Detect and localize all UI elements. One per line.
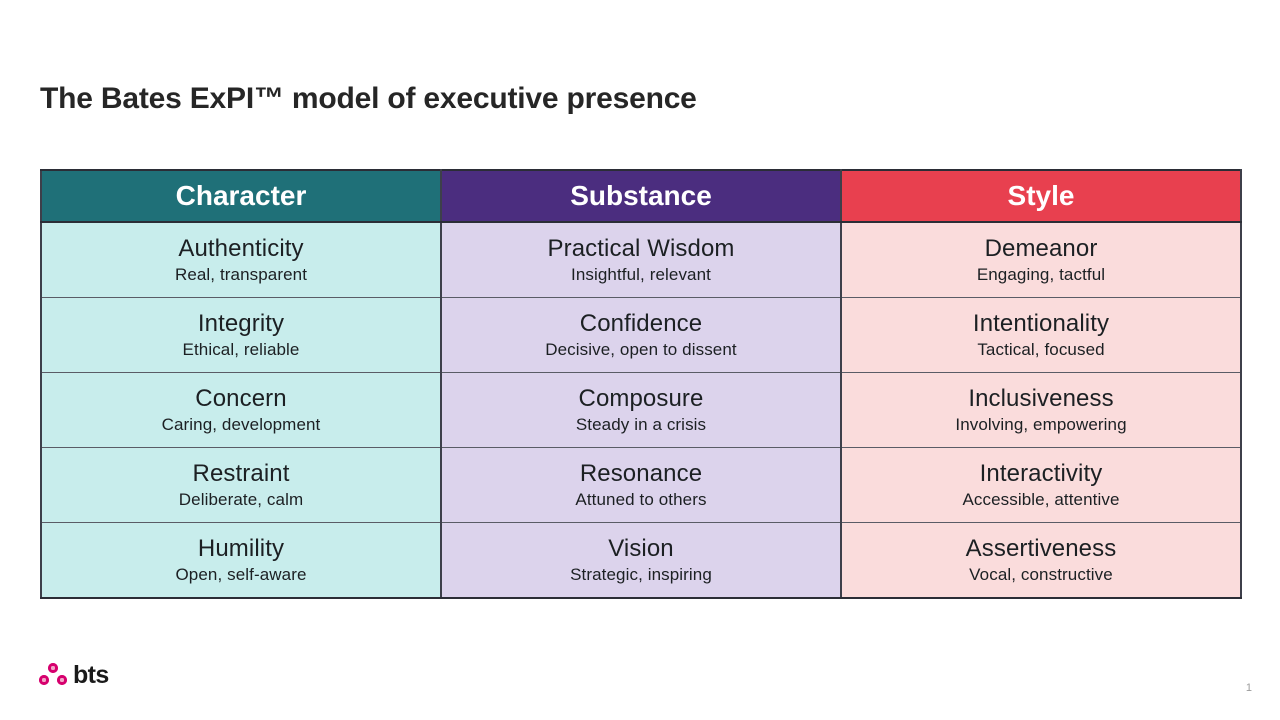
logo-dot-right-icon (57, 675, 67, 685)
cell-substance-resonance: Resonance Attuned to others (440, 447, 842, 523)
cell-style-inclusiveness: Inclusiveness Involving, empowering (840, 372, 1242, 448)
cell-substance-composure: Composure Steady in a crisis (440, 372, 842, 448)
cell-substance-vision: Vision Strategic, inspiring (440, 522, 842, 599)
dimension-description: Insightful, relevant (571, 265, 711, 285)
dimension-description: Engaging, tactful (976, 265, 1106, 285)
bts-three-dot-logo-icon (38, 662, 70, 688)
logo-dot-left-icon (39, 675, 49, 685)
cell-style-interactivity: Interactivity Accessible, attentive (840, 447, 1242, 523)
dimension-term: Restraint (192, 459, 290, 487)
cell-style-intentionality: Intentionality Tactical, focused (840, 297, 1242, 373)
logo-wordmark: bts (73, 661, 109, 690)
dimension-term: Authenticity (178, 234, 304, 262)
dimension-term: Composure (578, 384, 704, 412)
dimension-term: Concern (195, 384, 287, 412)
cell-substance-practical-wisdom: Practical Wisdom Insightful, relevant (440, 221, 842, 298)
cell-substance-confidence: Confidence Decisive, open to dissent (440, 297, 842, 373)
cell-character-concern: Concern Caring, development (40, 372, 442, 448)
dimension-description: Deliberate, calm (178, 490, 304, 510)
cell-character-restraint: Restraint Deliberate, calm (40, 447, 442, 523)
dimension-term: Integrity (197, 309, 285, 337)
dimension-term: Practical Wisdom (547, 234, 735, 262)
dimension-term: Intentionality (972, 309, 1110, 337)
dimension-term: Inclusiveness (968, 384, 1114, 412)
expi-model-table: Character Substance Style Authenticity R… (40, 169, 1242, 599)
column-header-substance: Substance (440, 169, 842, 223)
column-header-character: Character (40, 169, 442, 223)
table-row: Restraint Deliberate, calm Resonance Att… (40, 447, 1242, 523)
dimension-description: Ethical, reliable (182, 340, 300, 360)
dimension-term: Vision (608, 534, 674, 562)
cell-style-assertiveness: Assertiveness Vocal, constructive (840, 522, 1242, 599)
dimension-description: Accessible, attentive (962, 490, 1120, 510)
table-header-row: Character Substance Style (40, 169, 1242, 223)
table-row: Integrity Ethical, reliable Confidence D… (40, 297, 1242, 373)
dimension-term: Confidence (579, 309, 703, 337)
dimension-description: Steady in a crisis (575, 415, 707, 435)
dimension-term: Demeanor (984, 234, 1098, 262)
dimension-description: Strategic, inspiring (570, 565, 712, 585)
column-header-style: Style (840, 169, 1242, 223)
dimension-description: Real, transparent (174, 265, 308, 285)
dimension-description: Tactical, focused (977, 340, 1105, 360)
dimension-description: Open, self-aware (175, 565, 307, 585)
table-body: Authenticity Real, transparent Practical… (40, 221, 1242, 599)
dimension-description: Vocal, constructive (969, 565, 1113, 585)
table-row: Concern Caring, development Composure St… (40, 372, 1242, 448)
logo-dot-top-icon (48, 663, 58, 673)
dimension-term: Interactivity (979, 459, 1103, 487)
cell-character-integrity: Integrity Ethical, reliable (40, 297, 442, 373)
dimension-description: Involving, empowering (955, 415, 1127, 435)
page-number: 1 (1245, 682, 1252, 694)
dimension-description: Caring, development (161, 415, 321, 435)
dimension-description: Decisive, open to dissent (545, 340, 737, 360)
dimension-term: Resonance (579, 459, 703, 487)
dimension-term: Humility (197, 534, 285, 562)
dimension-description: Attuned to others (575, 490, 707, 510)
cell-style-demeanor: Demeanor Engaging, tactful (840, 221, 1242, 298)
page-title: The Bates ExPI™ model of executive prese… (40, 82, 697, 115)
bts-logo: bts (38, 658, 109, 688)
cell-character-humility: Humility Open, self-aware (40, 522, 442, 599)
table-row: Authenticity Real, transparent Practical… (40, 221, 1242, 298)
dimension-term: Assertiveness (965, 534, 1117, 562)
table-row: Humility Open, self-aware Vision Strateg… (40, 522, 1242, 599)
cell-character-authenticity: Authenticity Real, transparent (40, 221, 442, 298)
